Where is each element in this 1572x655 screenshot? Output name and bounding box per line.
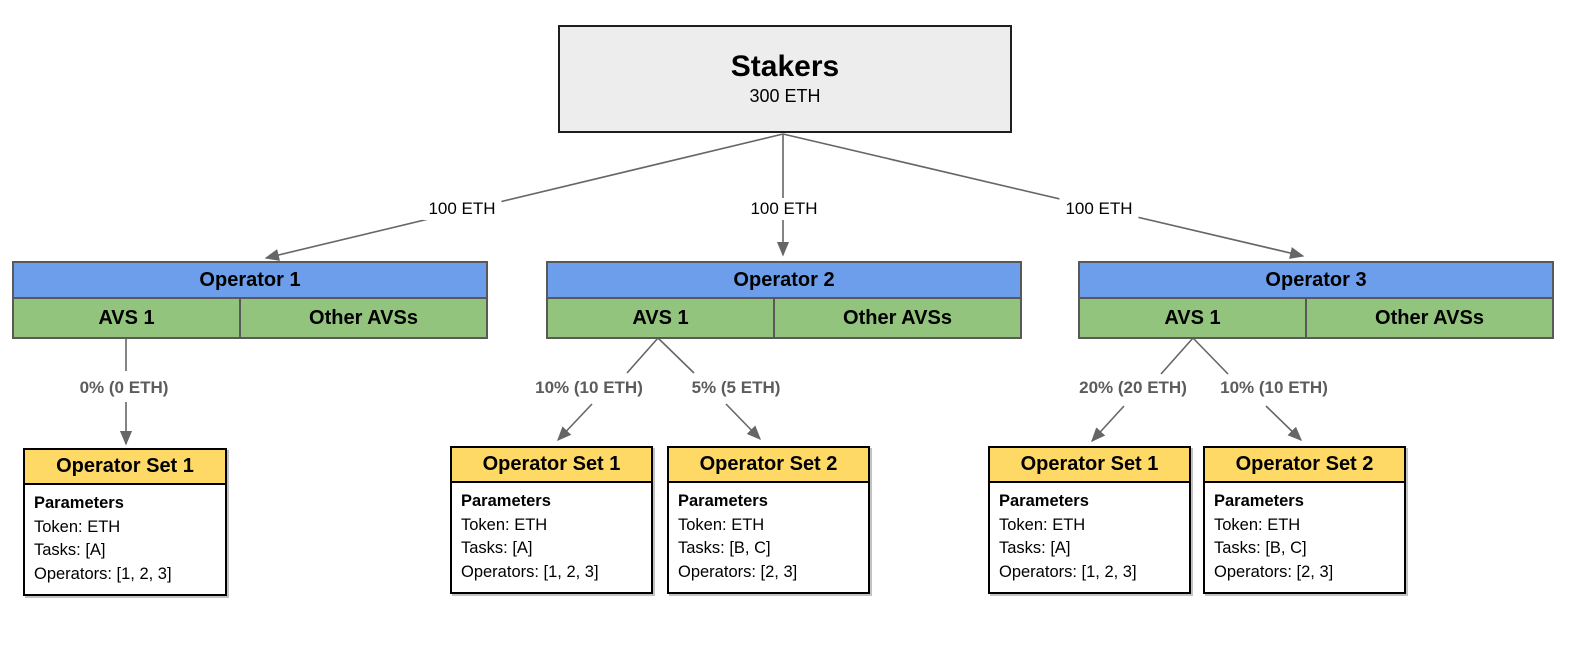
param-line-token: Token: ETH xyxy=(678,515,765,534)
operator-3-box: Operator 3 AVS 1 Other AVSs xyxy=(1078,261,1554,339)
params-heading: Parameters xyxy=(1214,492,1304,510)
stakers-title: Stakers xyxy=(730,50,840,83)
operator-3-header: Operator 3 xyxy=(1078,261,1554,299)
params-heading: Parameters xyxy=(461,492,551,510)
param-line-operators: Operators: [1, 2, 3] xyxy=(999,562,1137,581)
operator-2-avs-row: AVS 1 Other AVSs xyxy=(546,299,1022,339)
op2-operator-set-2-header: Operator Set 2 xyxy=(669,448,868,483)
alloc-label-op3-set2: 10% (10 ETH) xyxy=(1214,377,1334,399)
param-line-tasks: Tasks: [A] xyxy=(461,539,533,557)
operator-2-box: Operator 2 AVS 1 Other AVSs xyxy=(546,261,1022,339)
stakers-amount: 300 ETH xyxy=(749,86,821,106)
operator-1-avs-row: AVS 1 Other AVSs xyxy=(12,299,488,339)
stake-label-operator-3: 100 ETH xyxy=(1059,198,1139,220)
param-line-token: Token: ETH xyxy=(1214,515,1301,534)
op3-operator-set-1-params: Parameters Token: ETH Tasks: [A] Operato… xyxy=(990,483,1189,592)
operator-1-header: Operator 1 xyxy=(12,261,488,299)
params-heading: Parameters xyxy=(678,492,768,510)
alloc-label-op2-set1: 10% (10 ETH) xyxy=(529,377,649,399)
param-line-token: Token: ETH xyxy=(461,515,548,534)
operator-1-avs-1-cell: AVS 1 xyxy=(14,299,241,337)
op1-operator-set-1-params: Parameters Token: ETH Tasks: [A] Operato… xyxy=(25,485,225,594)
stake-label-operator-2: 100 ETH xyxy=(744,198,824,220)
op1-operator-set-1-box: Operator Set 1 Parameters Token: ETH Tas… xyxy=(23,448,227,596)
op2-operator-set-2-box: Operator Set 2 Parameters Token: ETH Tas… xyxy=(667,446,870,594)
param-line-token: Token: ETH xyxy=(34,517,121,536)
operator-1-other-avss-cell: Other AVSs xyxy=(241,299,486,337)
param-line-operators: Operators: [2, 3] xyxy=(1214,562,1334,581)
operator-2-avs-1-cell: AVS 1 xyxy=(548,299,775,337)
params-heading: Parameters xyxy=(34,494,124,512)
op3-operator-set-2-params: Parameters Token: ETH Tasks: [B, C] Oper… xyxy=(1205,483,1404,592)
op2-operator-set-1-box: Operator Set 1 Parameters Token: ETH Tas… xyxy=(450,446,653,594)
op1-operator-set-1-header: Operator Set 1 xyxy=(25,450,225,485)
param-line-token: Token: ETH xyxy=(999,515,1086,534)
alloc-label-op2-set2: 5% (5 ETH) xyxy=(685,377,787,399)
alloc-label-op3-set1: 20% (20 ETH) xyxy=(1073,377,1193,399)
param-line-tasks: Tasks: [A] xyxy=(999,539,1071,557)
operator-3-avs-row: AVS 1 Other AVSs xyxy=(1078,299,1554,339)
param-line-operators: Operators: [1, 2, 3] xyxy=(461,562,599,581)
op3-operator-set-2-header: Operator Set 2 xyxy=(1205,448,1404,483)
param-line-operators: Operators: [2, 3] xyxy=(678,562,798,581)
operator-3-avs-1-cell: AVS 1 xyxy=(1080,299,1307,337)
op3-operator-set-1-header: Operator Set 1 xyxy=(990,448,1189,483)
operator-2-header: Operator 2 xyxy=(546,261,1022,299)
op2-operator-set-1-header: Operator Set 1 xyxy=(452,448,651,483)
operator-1-box: Operator 1 AVS 1 Other AVSs xyxy=(12,261,488,339)
param-line-tasks: Tasks: [A] xyxy=(34,541,106,559)
operator-3-other-avss-cell: Other AVSs xyxy=(1307,299,1552,337)
op3-operator-set-1-box: Operator Set 1 Parameters Token: ETH Tas… xyxy=(988,446,1191,594)
stake-label-operator-1: 100 ETH xyxy=(422,198,502,220)
alloc-label-op1-set1: 0% (0 ETH) xyxy=(73,377,175,399)
param-line-operators: Operators: [1, 2, 3] xyxy=(34,564,172,583)
operator-2-other-avss-cell: Other AVSs xyxy=(775,299,1020,337)
op3-operator-set-2-box: Operator Set 2 Parameters Token: ETH Tas… xyxy=(1203,446,1406,594)
params-heading: Parameters xyxy=(999,492,1089,510)
op2-operator-set-1-params: Parameters Token: ETH Tasks: [A] Operato… xyxy=(452,483,651,592)
stakers-node: Stakers 300 ETH xyxy=(558,25,1012,133)
param-line-tasks: Tasks: [B, C] xyxy=(678,539,771,557)
param-line-tasks: Tasks: [B, C] xyxy=(1214,539,1307,557)
op2-operator-set-2-params: Parameters Token: ETH Tasks: [B, C] Oper… xyxy=(669,483,868,592)
